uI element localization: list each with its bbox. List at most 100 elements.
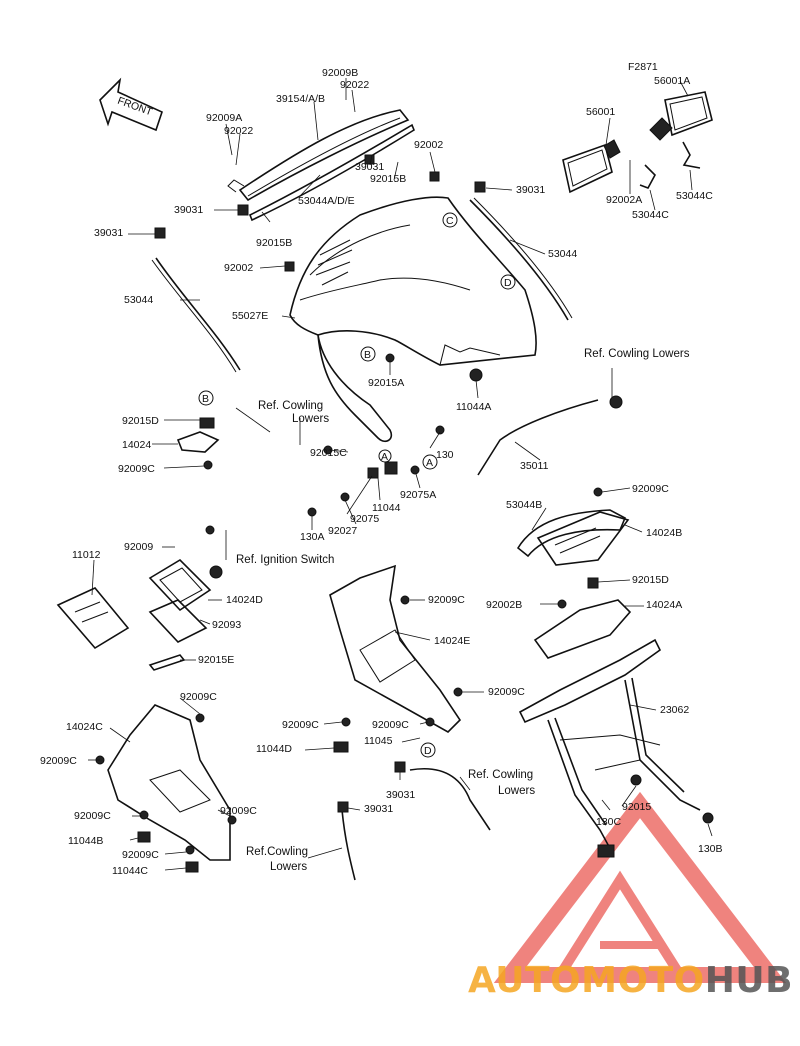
callout-d-cowling: D — [500, 274, 516, 290]
callout-a: A — [422, 454, 438, 470]
part-130B: 130B — [698, 843, 723, 855]
trim-strip-right-inner — [473, 197, 573, 319]
upper-cowling — [289, 196, 537, 442]
part-53044C-b: 53044C — [632, 209, 669, 221]
part-92093: 92093 — [212, 619, 241, 631]
part-53044ADE: 53044A/D/E — [298, 195, 355, 207]
grommet-ref — [609, 395, 623, 409]
bracket-53044B — [516, 509, 627, 558]
part-14024D: 14024D — [226, 594, 263, 606]
trim-strip-left-inner — [151, 259, 237, 373]
ref-cowling-lowers-1: Ref. Cowling Lowers — [584, 348, 690, 360]
washer-92075 — [367, 467, 379, 479]
part-labels: 92009B 92022 39154/A/B 92009A 92022 3903… — [40, 67, 723, 877]
mirror-bracket-right — [682, 141, 701, 169]
part-92015B-b: 92015B — [370, 173, 406, 185]
part-53044-b: 53044 — [548, 248, 577, 260]
part-92015A: 92015A — [368, 377, 404, 389]
part-11045: 11045 — [364, 735, 393, 747]
bolt-130A — [307, 507, 317, 517]
part-35011: 35011 — [520, 460, 549, 472]
svg-text:A: A — [426, 457, 433, 469]
ref-cowling-lowers-3-line1: Ref. Cowling — [468, 769, 533, 781]
part-92015E: 92015E — [198, 654, 234, 666]
ref-ignition-switch: Ref. Ignition Switch — [236, 554, 334, 566]
ref-cowling-lowers-2-line2: Lowers — [292, 413, 329, 425]
part-92027: 92027 — [328, 525, 357, 537]
svg-text:D: D — [504, 277, 512, 289]
svg-text:D: D — [424, 745, 432, 757]
part-39031-d: 39031 — [516, 184, 545, 196]
screw-92009C-b — [593, 487, 603, 497]
washer-92075A — [410, 465, 420, 475]
inner-panel-14024E — [329, 564, 462, 733]
watermark-logo — [493, 791, 787, 983]
trim-strip-right — [469, 199, 569, 321]
part-56001: 56001 — [586, 106, 615, 118]
grommet-39031-b — [364, 154, 375, 165]
part-39031-c: 39031 — [94, 227, 123, 239]
part-92002A: 92002A — [606, 194, 642, 206]
part-39031: 39031 — [174, 204, 203, 216]
mirror-left — [562, 139, 621, 194]
part-92015D: 92015D — [122, 415, 159, 427]
part-14024C: 14024C — [66, 721, 103, 733]
meter-cover-14024A — [533, 599, 632, 659]
callout-d-lower: D — [420, 742, 436, 758]
part-130C: 130C — [596, 816, 622, 828]
part-14024A: 14024A — [646, 599, 682, 611]
part-39154: 39154/A/B — [276, 93, 325, 105]
part-39031-e: 39031 — [386, 789, 415, 801]
part-92009C: 92009C — [118, 463, 155, 475]
part-39031-b: 39031 — [355, 161, 384, 173]
part-11044C: 11044C — [112, 865, 148, 877]
ref-cowling-lowers-2-line1: Ref. Cowling — [258, 400, 323, 412]
leader-lines — [88, 78, 713, 871]
part-92009C-b: 92009C — [632, 483, 669, 495]
part-92022: 92022 — [340, 79, 369, 91]
part-53044C: 53044C — [676, 190, 713, 202]
screw-92009C-d — [453, 687, 463, 697]
part-130A: 130A — [300, 531, 325, 543]
part-92009C-k: 92009C — [122, 849, 159, 861]
part-92009C-d: 92009C — [488, 686, 525, 698]
mirror-bracket-left — [639, 164, 656, 189]
hose-39031-a — [409, 768, 491, 831]
bracket-92002-b — [284, 261, 295, 272]
part-92075: 92075 — [350, 513, 379, 525]
part-11044A: 11044A — [456, 401, 491, 413]
part-92009C-e: 92009C — [180, 691, 217, 703]
part-92015B: 92015B — [256, 237, 292, 249]
part-92002-b: 92002 — [224, 262, 253, 274]
part-92075A: 92075A — [400, 489, 436, 501]
part-130: 130 — [436, 449, 454, 461]
part-55027E: 55027E — [232, 310, 268, 322]
svg-text:B: B — [202, 393, 209, 405]
screw-92009C — [203, 460, 213, 470]
part-92022-b: 92022 — [224, 125, 253, 137]
grommet-39031-f — [337, 801, 349, 813]
part-92009C-c: 92009C — [428, 594, 465, 606]
svg-text:C: C — [446, 215, 454, 227]
watermark-part2: HUB — [704, 960, 794, 1001]
part-92009A: 92009A — [206, 112, 242, 124]
part-92009C-i: 92009C — [220, 805, 257, 817]
meter-panel-14024B — [536, 511, 630, 566]
part-56001A: 56001A — [654, 75, 690, 87]
grommet-11044B — [137, 831, 151, 843]
part-53044B: 53044B — [506, 499, 542, 511]
inner-panel-14024C — [107, 704, 231, 861]
cowling-stay-23062 — [518, 638, 701, 858]
grommet-11044C — [185, 861, 199, 873]
part-92009C-g: 92009C — [282, 719, 319, 731]
grommet-39031-a — [237, 204, 249, 216]
callout-b-top: B — [198, 390, 214, 406]
grommet-39031-c — [154, 227, 166, 239]
screw-92009C-e — [341, 717, 351, 727]
part-53044: 53044 — [124, 294, 153, 306]
screw-92015 — [630, 774, 642, 786]
part-14024B: 14024B — [646, 527, 682, 539]
part-14024: 14024 — [122, 439, 151, 451]
ref-cowling-lowers-3-line2: Lowers — [498, 785, 535, 797]
